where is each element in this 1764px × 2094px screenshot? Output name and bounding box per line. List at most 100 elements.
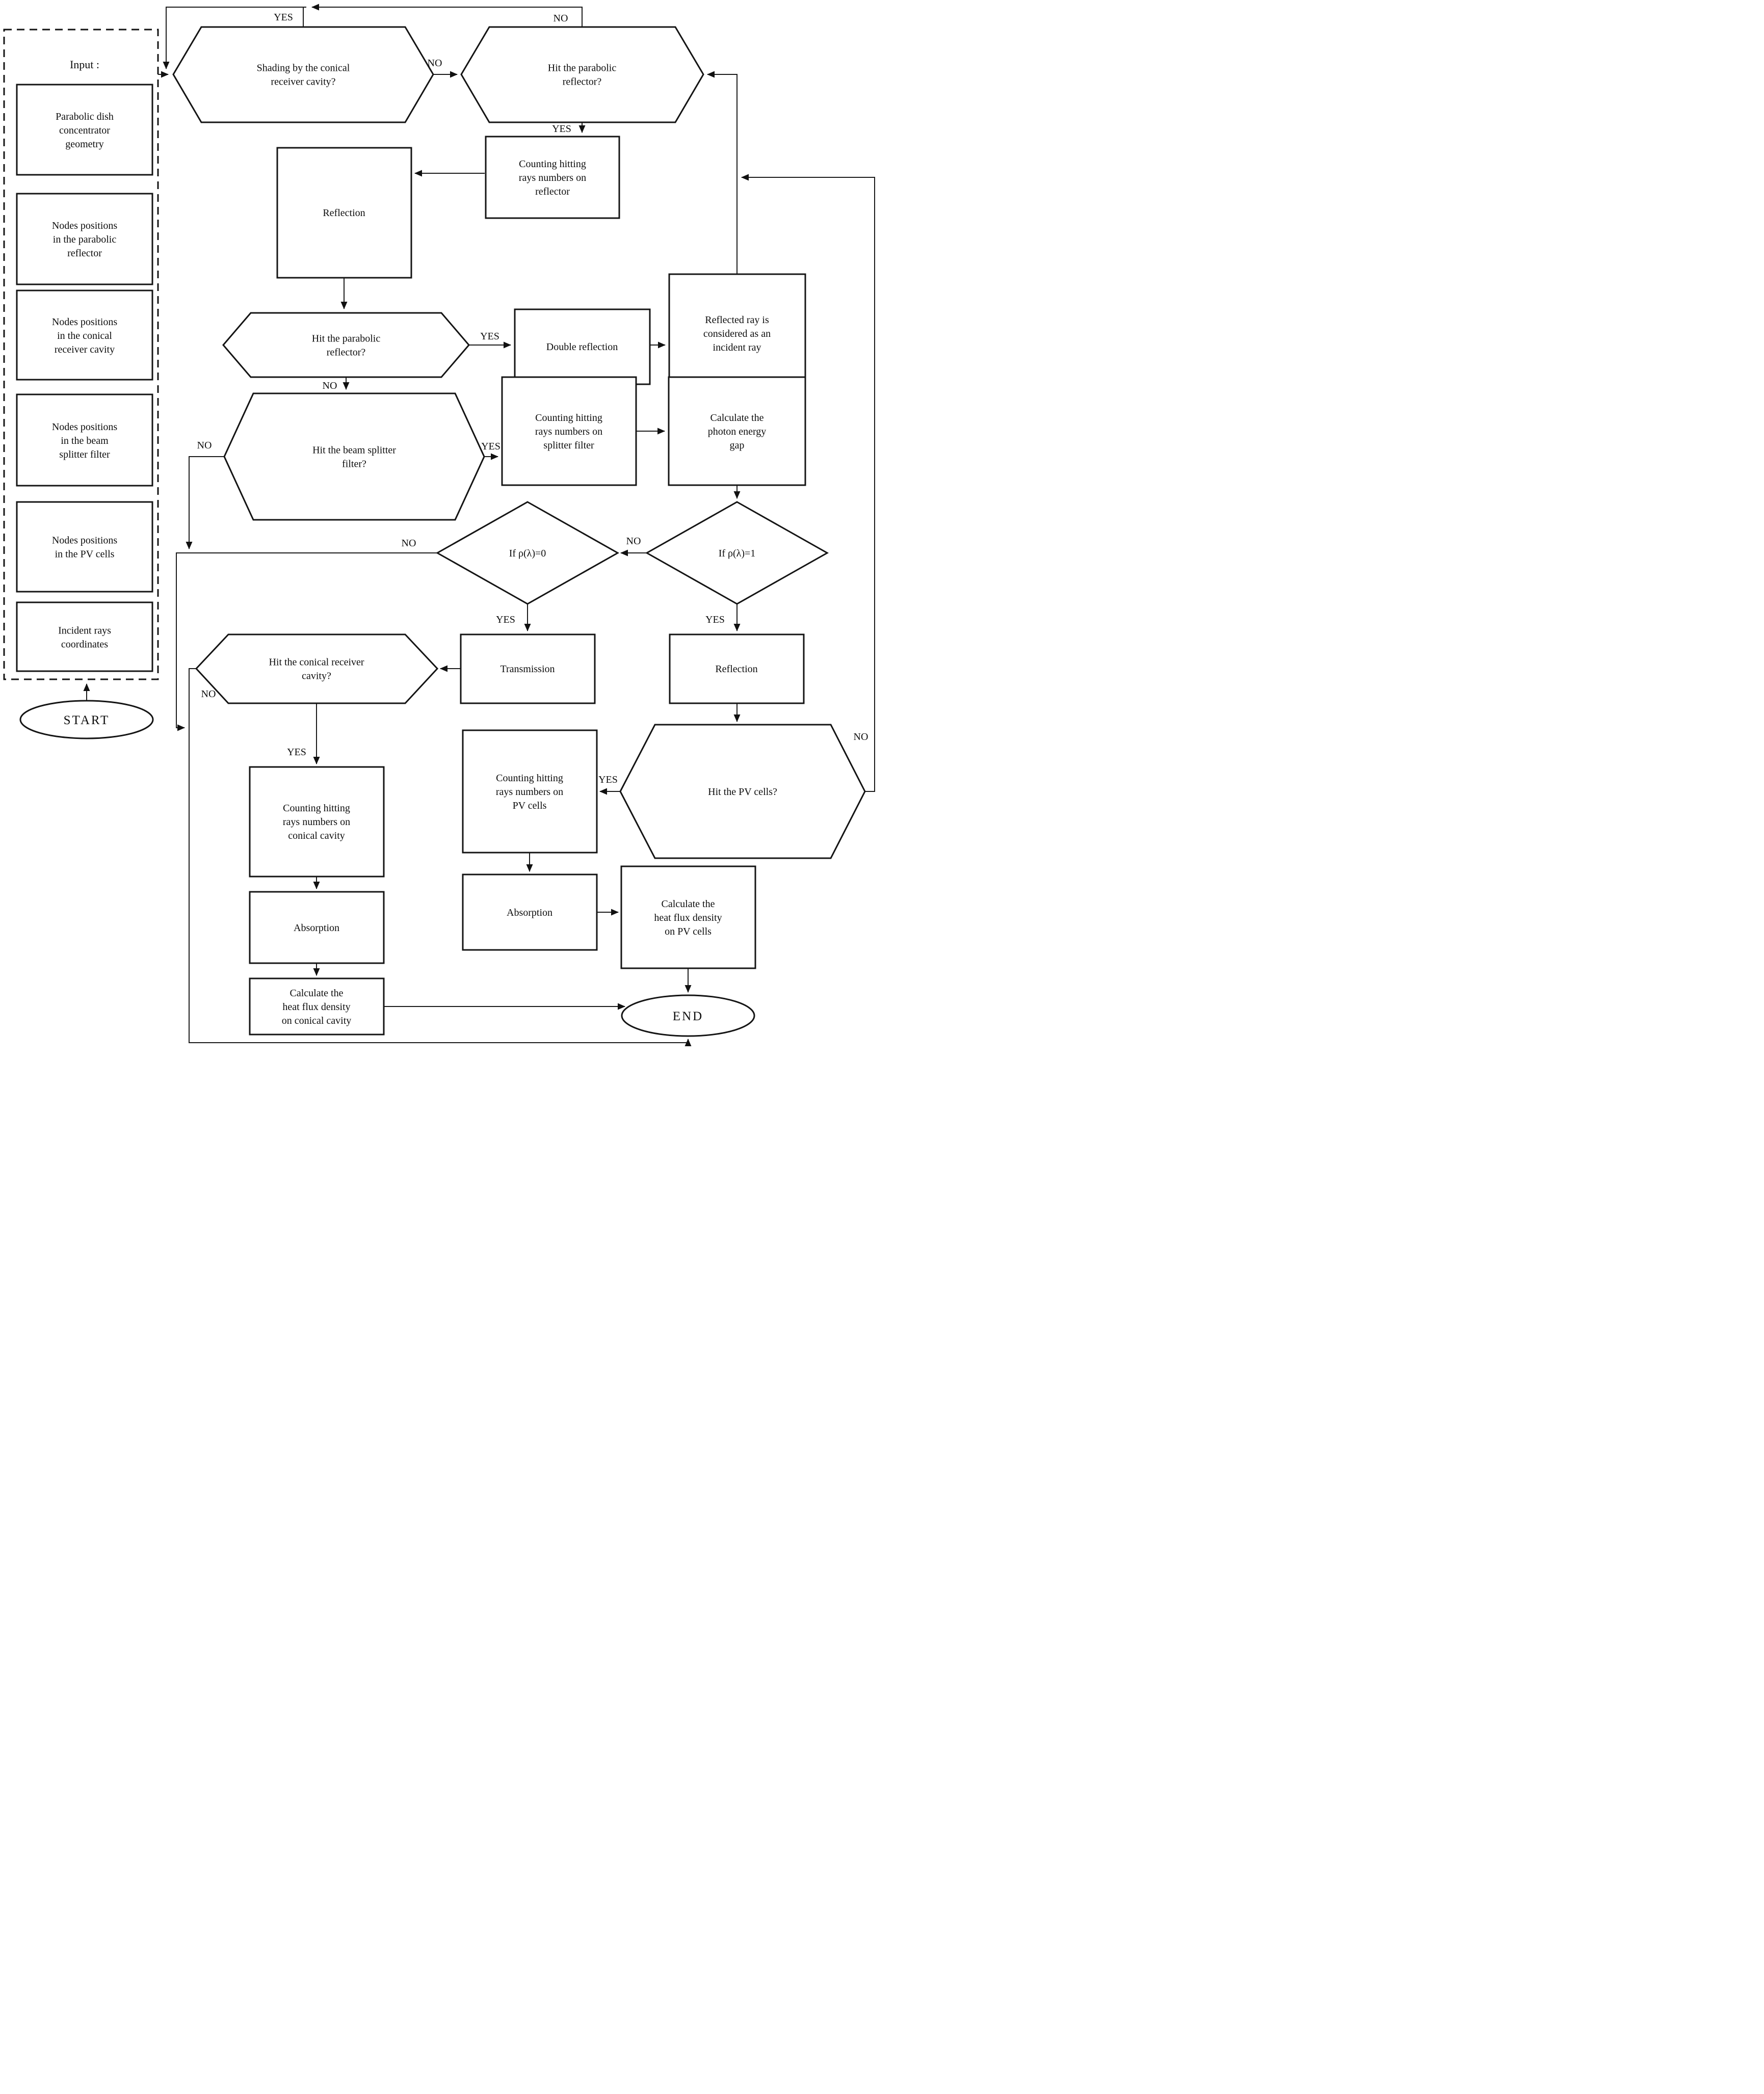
label-yes-splitter: YES: [481, 441, 501, 452]
process-counting-reflector-box: [485, 136, 620, 219]
decision-shading-shape: [172, 26, 434, 123]
decision-hit-reflector-again-shape: [222, 312, 470, 378]
input-item-2-box: [16, 193, 153, 285]
end-label: END: [673, 1010, 703, 1023]
edges: [83, 4, 875, 1046]
process-reflection-primary-label: Reflection: [323, 207, 365, 219]
process-calc-flux-conical-box: [249, 977, 385, 1036]
label-no-reflector2: NO: [323, 380, 337, 391]
edge-pv-no-feedback: [741, 174, 875, 792]
edge-reflectedray-to-reflector-top: [707, 71, 738, 274]
input-item-1-box: [16, 84, 153, 176]
label-no-rho0: NO: [402, 538, 416, 549]
label-no-shading: NO: [428, 58, 442, 69]
process-absorption-conical: Absorption: [249, 891, 385, 964]
label-no-rho1: NO: [626, 536, 641, 547]
decision-hit-splitter-shape: [223, 392, 485, 521]
process-reflection-splitter: Reflection: [669, 633, 805, 704]
decision-rho-one-shape: [645, 501, 829, 605]
decision-rho-one: If ρ(λ)=1: [645, 501, 829, 605]
decision-hit-conical-shape: [195, 633, 439, 704]
process-reflection-primary: Reflection: [276, 147, 412, 279]
end-terminal: END: [621, 994, 755, 1037]
process-counting-conical-box: [249, 766, 385, 878]
edge-conical-no-to-end: [189, 668, 692, 1046]
decision-hit-pv: Hit the PV cells?: [619, 724, 866, 859]
decision-rho-zero-shape: [435, 501, 620, 605]
label-yes-shading: YES: [274, 12, 293, 23]
process-transmission-box: [460, 633, 596, 704]
label-no-splitter: NO: [197, 440, 212, 451]
process-counting-splitter-box: [501, 376, 637, 486]
label-yes-rho0: YES: [496, 614, 515, 625]
start-shape: [19, 700, 154, 739]
label-yes-reflector2: YES: [480, 331, 499, 342]
process-double-reflection-box: [514, 308, 651, 385]
process-absorption-pv-label: Absorption: [507, 907, 552, 918]
label-no-reflector-top: NO: [554, 13, 568, 24]
input-item-5-box: [16, 501, 153, 593]
process-transmission-label: Transmission: [500, 664, 555, 675]
decision-rho-zero: If ρ(λ)=0: [435, 501, 620, 605]
process-counting-pv-box: [462, 729, 598, 854]
end-shape: [621, 994, 755, 1037]
edge-rho0-no-down-left: [176, 552, 437, 731]
input-item-3-box: [16, 289, 153, 381]
label-yes-reflector-top: YES: [552, 123, 571, 135]
edge-labels: YES NO NO YES YES NO YES NO NO NO YES YE…: [197, 12, 868, 785]
decision-hit-pv-shape: [619, 724, 866, 859]
process-reflection-primary-box: [276, 147, 412, 279]
process-reflected-ray-box: [668, 273, 806, 393]
process-absorption-conical-box: [249, 891, 385, 964]
label-yes-conical: YES: [287, 747, 306, 758]
input-panel-border: [3, 29, 159, 680]
decision-hit-pv-label: Hit the PV cells?: [708, 786, 777, 798]
process-reflection-splitter-label: Reflection: [715, 664, 757, 675]
start-terminal: START: [19, 700, 154, 739]
process-absorption-pv: Absorption: [462, 873, 598, 951]
label-yes-pv: YES: [598, 774, 618, 785]
process-double-reflection: Double reflection: [514, 308, 651, 385]
label-no-conical: NO: [201, 688, 216, 700]
edge-loop-return-left: [163, 7, 306, 69]
input-item-4-box: [16, 393, 153, 487]
decision-rho-one-label: If ρ(λ)=1: [719, 548, 756, 559]
process-absorption-pv-box: [462, 873, 598, 951]
